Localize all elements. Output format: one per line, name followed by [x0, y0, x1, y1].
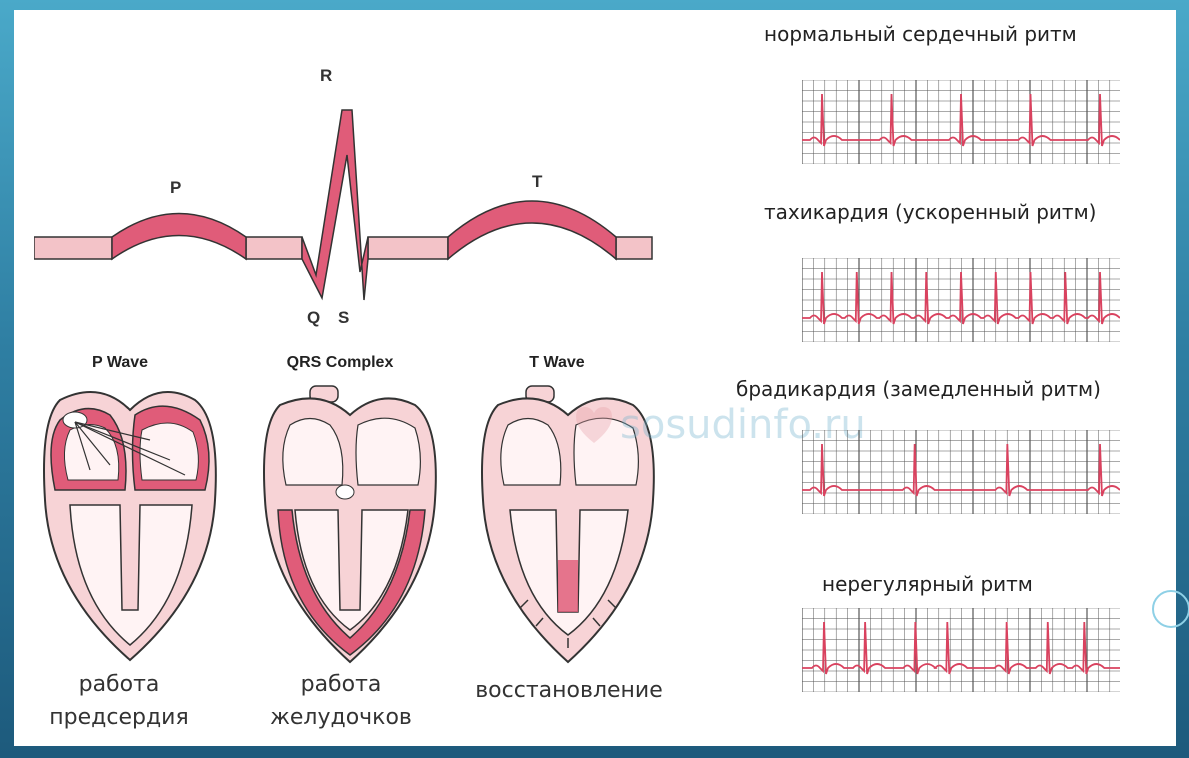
caption-ventricles-line1: работа — [246, 668, 436, 701]
caption-atria-line1: работа — [24, 668, 214, 701]
qrs-complex — [302, 110, 368, 300]
rhythm-title-tachycardia: тахикардия (ускоренный ритм) — [764, 200, 1096, 224]
rhythm-title-normal: нормальный сердечный ритм — [764, 22, 1077, 46]
heart-title-t-wave: T Wave — [477, 354, 637, 372]
label-t: T — [532, 172, 542, 192]
heart-title-p-wave: P Wave — [40, 354, 200, 372]
heart-diagram-p-wave — [30, 380, 230, 670]
decor-circle — [1152, 590, 1189, 628]
caption-ventricles: работа желудочков — [246, 668, 436, 734]
ecg-strip-bradycardia — [802, 430, 1120, 514]
label-r: R — [320, 66, 332, 86]
caption-atria: работа предсердия — [24, 668, 214, 734]
caption-atria-line2: предсердия — [24, 701, 214, 734]
rhythm-title-irregular: нерегулярный ритм — [822, 572, 1033, 596]
p-wave — [112, 214, 246, 260]
caption-recovery: восстановление — [444, 674, 694, 707]
ecg-strip-irregular — [802, 608, 1120, 692]
caption-ventricles-line2: желудочков — [246, 701, 436, 734]
heart-diagram-qrs-complex — [250, 380, 450, 670]
baseline-segment — [246, 237, 302, 259]
ecg-trace — [802, 444, 1120, 496]
heart-title-qrs-complex: QRS Complex — [260, 354, 420, 372]
label-s: S — [338, 308, 349, 328]
baseline-segment — [34, 237, 112, 259]
ecg-trace — [802, 94, 1120, 146]
ecg-strip-tachycardia — [802, 258, 1120, 342]
ecg-trace — [802, 272, 1120, 324]
ecg-trace — [802, 622, 1120, 674]
caption-recovery-line1: восстановление — [444, 674, 694, 707]
label-q: Q — [307, 308, 320, 328]
rhythm-title-bradycardia: брадикардия (замедленный ритм) — [736, 377, 1101, 401]
watermark-heart-icon — [572, 403, 616, 447]
t-wave — [448, 201, 616, 259]
baseline-segment — [368, 237, 448, 259]
baseline-segment — [616, 237, 652, 259]
slide: P R T Q S P Wave QRS Complex T Wave — [14, 10, 1176, 746]
label-p: P — [170, 178, 181, 198]
ecg-strip-normal — [802, 80, 1120, 164]
